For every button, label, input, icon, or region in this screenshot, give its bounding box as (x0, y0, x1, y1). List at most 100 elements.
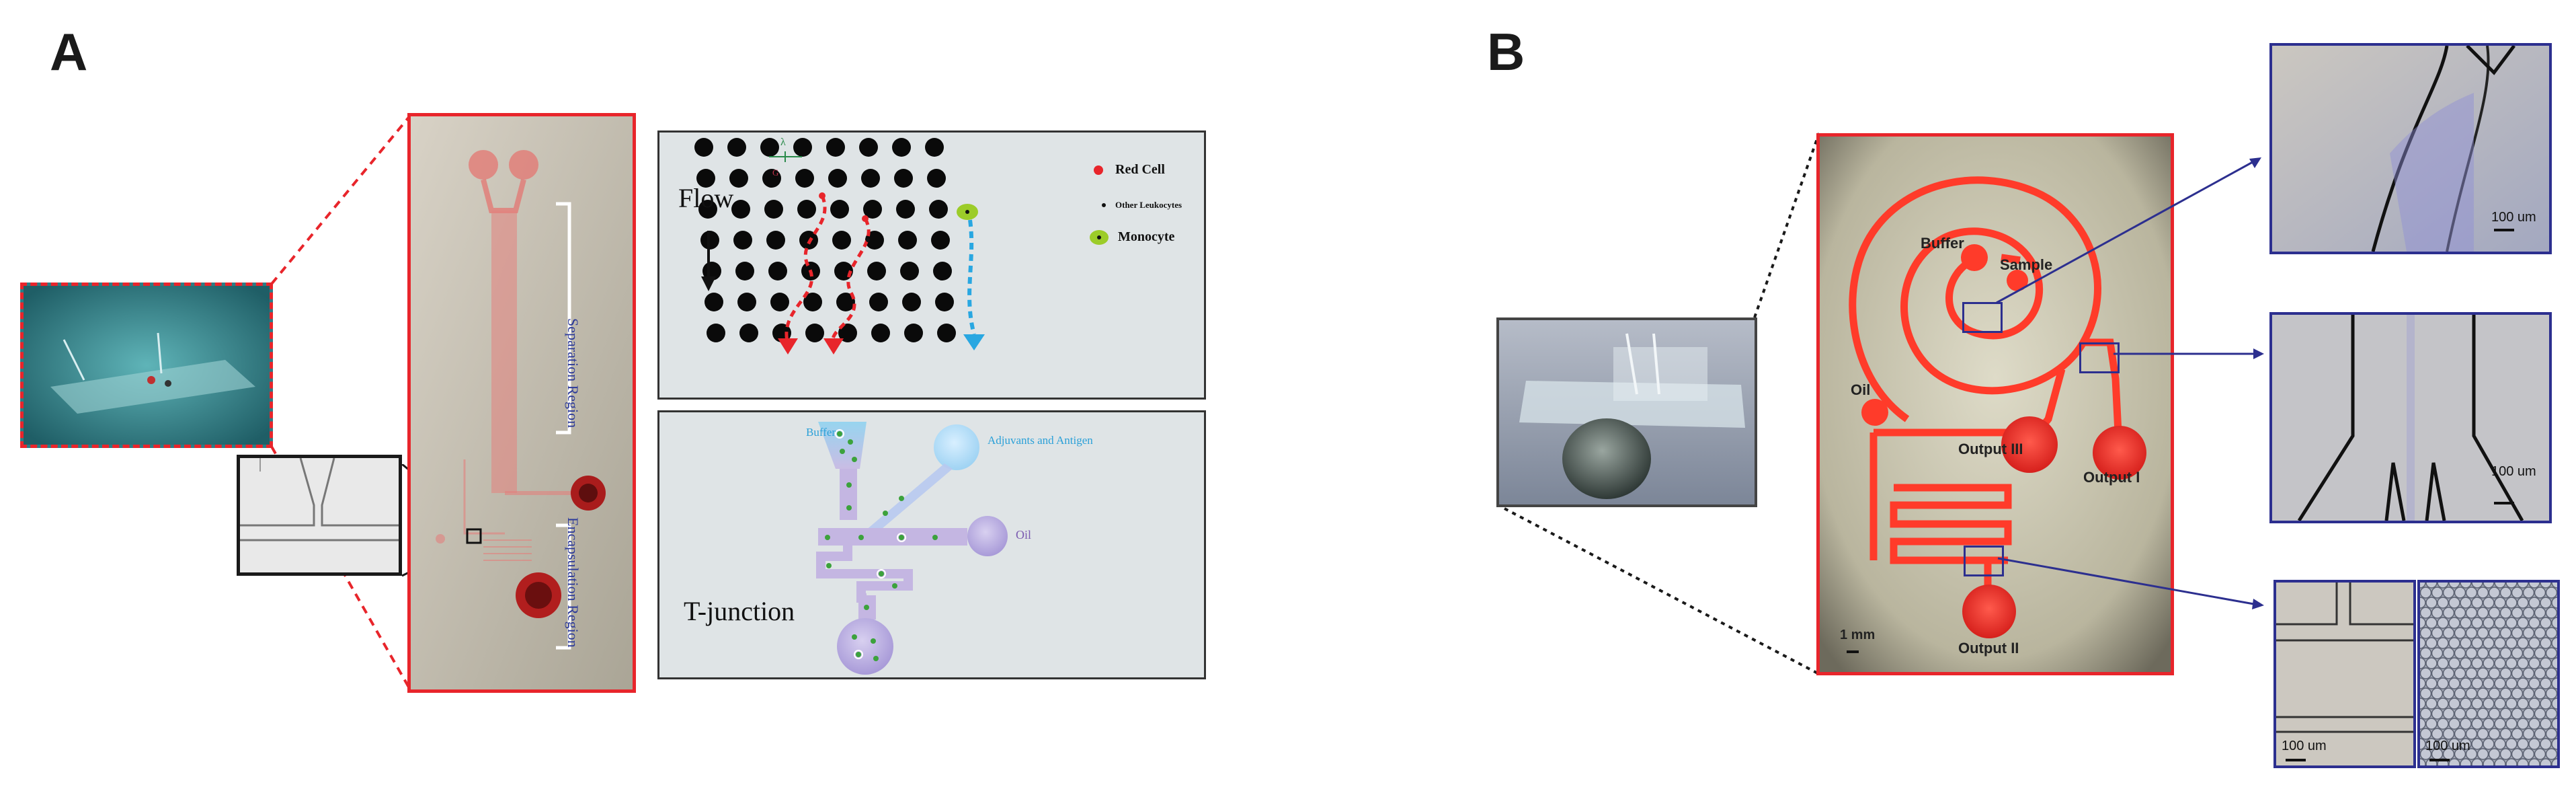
pillar (925, 138, 944, 157)
tjunction-title: T-junction (684, 596, 795, 626)
droplet (2505, 718, 2518, 730)
droplet (2448, 738, 2460, 750)
legend-red-cell: Red Cell (1094, 162, 1165, 178)
droplet (2483, 677, 2495, 689)
droplet (2471, 597, 2483, 609)
droplet (2437, 583, 2449, 589)
droplet (2465, 647, 2478, 659)
droplet (2425, 677, 2438, 689)
tjunction-diagram: T-junction Buffer Adjuvants and Antigen … (657, 410, 1206, 679)
flow-label: Flow (678, 183, 734, 213)
droplet (2494, 617, 2506, 629)
droplet (2540, 677, 2552, 689)
droplet (2442, 708, 2455, 720)
droplet (2551, 718, 2557, 730)
droplet (2420, 597, 2426, 609)
droplet (2448, 698, 2460, 710)
droplet (2505, 637, 2518, 649)
output-i-label: Output I (2083, 469, 2140, 486)
pillar (927, 169, 946, 188)
droplet (2540, 617, 2552, 629)
droplet (2540, 738, 2552, 750)
droplet (2545, 667, 2557, 679)
pillar (793, 138, 812, 157)
droplet (2431, 728, 2444, 740)
droplet (2448, 677, 2460, 689)
droplet (2511, 587, 2524, 599)
sample-label: Sample (2000, 256, 2053, 273)
droplet (2420, 687, 2432, 700)
zoom-lines-b (1504, 133, 1820, 675)
pillar (871, 324, 890, 342)
pillar (696, 169, 715, 188)
region-box-split (2079, 342, 2120, 373)
droplet (2477, 687, 2489, 700)
spiral-chip-photo: Buffer Sample Oil Output III Output I Ou… (1816, 133, 2174, 675)
droplet (2528, 758, 2540, 765)
droplet (2534, 748, 2546, 760)
scale-label-micro-2: 100 um (2491, 464, 2536, 479)
legend-monocyte: Monocyte (1090, 229, 1174, 245)
pillar (863, 200, 882, 219)
droplet (2477, 627, 2489, 639)
droplet (2551, 738, 2557, 750)
pillar (896, 200, 915, 219)
pillar (832, 231, 851, 250)
droplet (2522, 627, 2535, 639)
droplet (2420, 647, 2432, 659)
pillar (859, 138, 878, 157)
output-ii-label: Output II (1958, 640, 2019, 657)
pillar (861, 169, 880, 188)
droplet (2511, 627, 2524, 639)
droplet (2460, 637, 2472, 649)
droplet (2437, 617, 2449, 629)
droplet (2477, 708, 2489, 720)
droplet (2528, 677, 2540, 689)
droplet (2454, 728, 2466, 740)
droplet (2511, 647, 2524, 659)
droplet (2442, 607, 2455, 619)
gap-symbol: G (772, 167, 779, 178)
pillar (898, 231, 917, 250)
droplet (2471, 738, 2483, 750)
droplet (2488, 587, 2501, 599)
droplet (2483, 758, 2495, 765)
scale-label-micro-4: 100 um (2425, 739, 2470, 753)
pillar (707, 324, 725, 342)
droplet (2517, 637, 2529, 649)
droplet (2534, 627, 2546, 639)
pillar (705, 293, 723, 311)
pillar (902, 293, 921, 311)
droplet (2540, 597, 2552, 609)
pillar (770, 293, 789, 311)
droplet (2454, 708, 2466, 720)
dld-pillar-array (694, 138, 985, 354)
droplet (2488, 687, 2501, 700)
droplet (2545, 728, 2557, 740)
red-cell-marker (1094, 165, 1103, 175)
droplet (2460, 597, 2472, 609)
droplet (2551, 677, 2557, 689)
droplet (2448, 718, 2460, 730)
droplet (2448, 583, 2460, 589)
droplet (2522, 748, 2535, 760)
pillar (826, 138, 845, 157)
droplet (2431, 647, 2444, 659)
droplet (2437, 677, 2449, 689)
droplet-lattice (2420, 583, 2557, 765)
droplet (2488, 728, 2501, 740)
pillar (727, 138, 746, 157)
droplet (2499, 607, 2512, 619)
droplet (2471, 677, 2483, 689)
droplet (2499, 587, 2512, 599)
zoom-lines-a (270, 114, 411, 690)
droplet (2477, 587, 2489, 599)
pillar (768, 262, 787, 280)
droplet (2454, 667, 2466, 679)
panel-label-b: B (1487, 22, 1525, 81)
pillar (764, 200, 783, 219)
droplet (2420, 718, 2426, 730)
pillar (937, 324, 956, 342)
droplet (2517, 718, 2529, 730)
legend-monocyte-label: Monocyte (1118, 229, 1175, 244)
